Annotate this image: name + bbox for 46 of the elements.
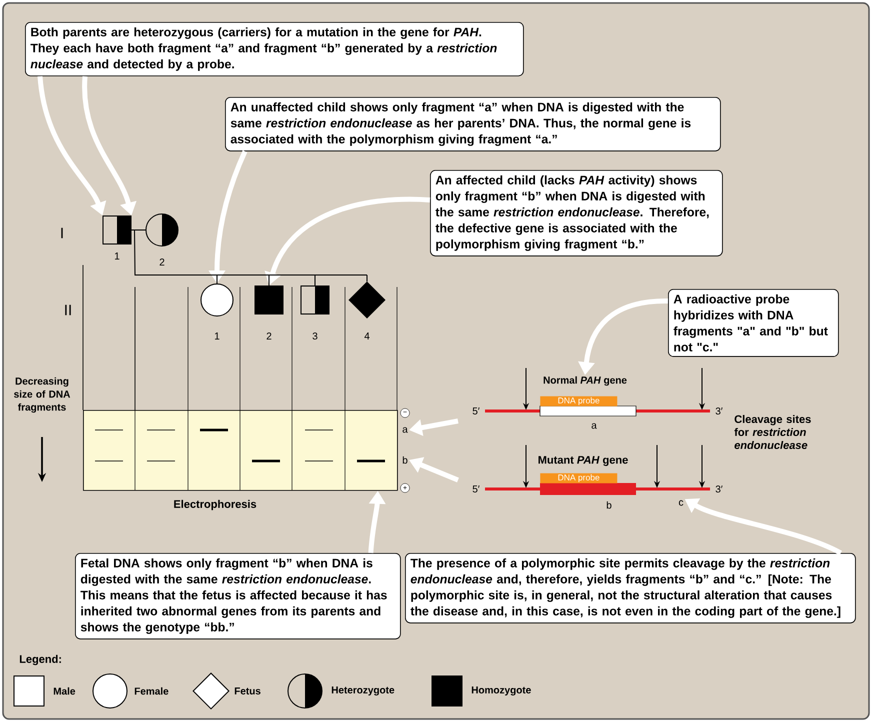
generation-numeral: I [61, 228, 63, 238]
probe-bar: DNA probe [540, 396, 618, 406]
pedigree-square [102, 216, 132, 244]
legend-label: Female [134, 687, 168, 695]
legend-label: Heterozygote [332, 686, 394, 696]
legend-label: Fetus [234, 688, 260, 694]
legend-title: Legend: [20, 654, 61, 666]
end-label: 5′ [472, 408, 480, 414]
pedigree-circle [146, 214, 178, 246]
pedigree-diamond [348, 282, 386, 318]
fragment-letter: a [592, 423, 597, 429]
probe-bar: DNA probe [540, 473, 618, 484]
end-label: 5′ [472, 486, 480, 492]
pedigree-square [300, 286, 330, 314]
callout-box: The presence of a polymorphic site permits cleavage by the restriction endonuclease and, therefore, yields fragments “b” and “c.” [Note: The polymorphic site is, in general, not the structural alteration that causes the disease and, in this case, is not even in the coding part of the gene.] [405, 553, 856, 624]
fragment-letter: b [606, 501, 612, 509]
individual-number: 1 [215, 332, 220, 340]
gel [83, 410, 398, 491]
pedigree-line [134, 230, 368, 276]
callout-box: A radioactive probe hybridizes with DNA fragments "a" and "b" but not "c." [668, 289, 839, 357]
pedigree-line [268, 274, 270, 286]
end-label: 3′ [716, 407, 723, 415]
annotation: Cleavage sites for restriction endonuclease [734, 414, 811, 450]
gene-label: Normal PAH gene [544, 376, 627, 386]
individual-number: 4 [364, 332, 370, 340]
end-label: 3′ [716, 485, 723, 493]
individual-number: 2 [266, 332, 272, 340]
individual-number: 1 [115, 252, 120, 260]
callout-box: Fetal DNA shows only fragment “b” when DNA is digested with the same restriction endonuclease. This means that the fetus is affected because it has inherited two abnormal genes from its parents and shows the genotype “bb.” [75, 553, 401, 640]
pedigree-line [314, 274, 316, 286]
generation-numeral: II [65, 304, 71, 316]
individual-number: 3 [312, 332, 318, 340]
legend-label: Homozygote [472, 686, 531, 696]
axis-label: Decreasing size of DNA fragments [14, 377, 70, 413]
pedigree-circle [200, 284, 234, 316]
pedigree-line [366, 274, 368, 282]
pedigree-square [254, 286, 284, 314]
callout-box: Both parents are heterozygous (carriers) for a mutation in the gene for PAH. They each have both fragment “a” and fragment “b” generated by a restriction nuclease and detected by a probe. [25, 22, 524, 76]
legend-label: Male [54, 687, 76, 695]
pedigree-line [216, 274, 218, 284]
fragment-letter: a [402, 427, 408, 433]
callout-box: An unaffected child shows only fragment “a” when DNA is digested with the same restriction endonuclease as her parents’ DNA. Thus, the normal gene is associated with the polymorphism giving fragment “a.” [225, 97, 721, 152]
fragment-letter: c [678, 500, 684, 506]
fragment-letter: b [402, 456, 408, 464]
callout-box: An affected child (lacks PAH activity) shows only fragment “b” when DNA is digested with the same restriction endonuclease. Therefore, the defective gene is associated with the polymorphism giving fragment “b.” [430, 170, 723, 256]
individual-number: 2 [160, 258, 164, 266]
